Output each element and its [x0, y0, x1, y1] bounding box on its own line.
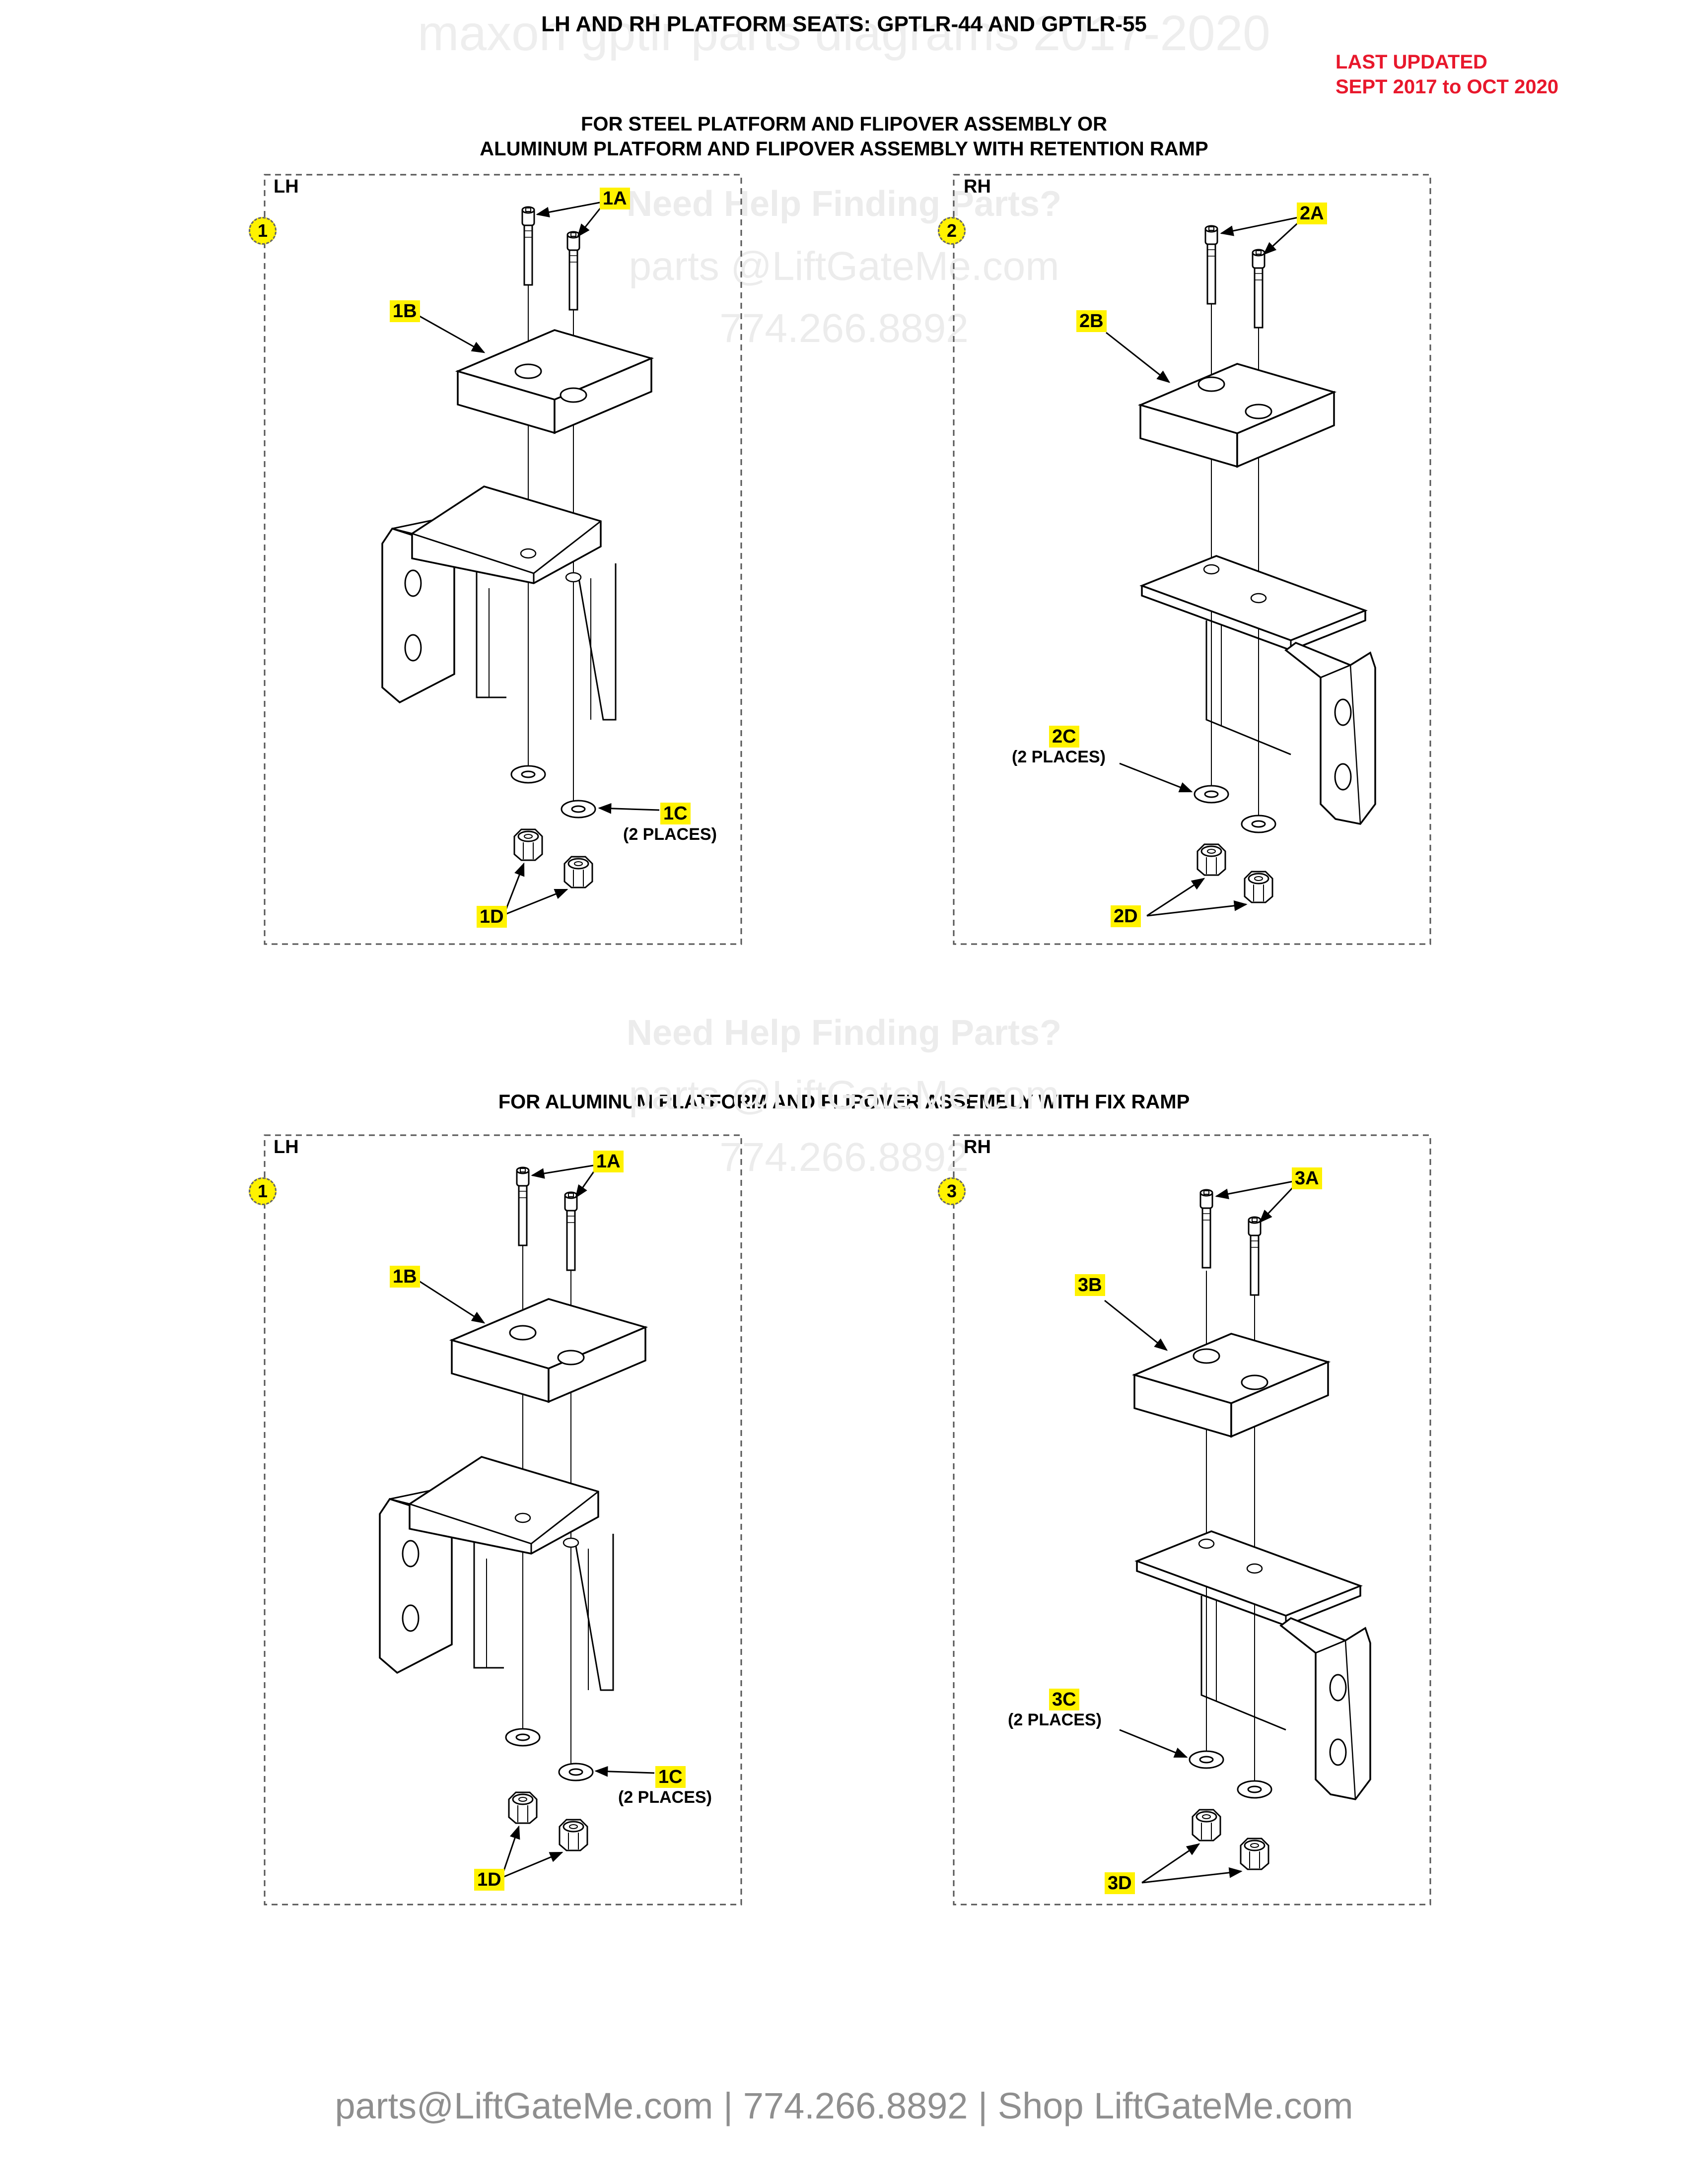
- panel4-label-d: 3D: [1105, 1872, 1135, 1894]
- section1-heading-line2: ALUMINUM PLATFORM AND FLIPOVER ASSEMBLY …: [480, 138, 1208, 160]
- panel-rh-fix: [1104, 1180, 1371, 1884]
- panel2-side: RH: [964, 176, 991, 197]
- panel3-side: LH: [274, 1137, 299, 1158]
- panel2-label-c: 2C: [1049, 726, 1079, 748]
- bracket-1: [379, 1456, 614, 1691]
- panel3-label-c: 1C: [655, 1766, 686, 1788]
- panel-lh-fix: [379, 1164, 655, 1879]
- nut-1d: [508, 1791, 538, 1824]
- nut-2d: [1196, 843, 1226, 876]
- panel1-label-c-note: (2 PLACES): [623, 825, 717, 844]
- panel1-item-callout: 1: [249, 217, 277, 245]
- panel3-label-d: 1D: [474, 1869, 504, 1891]
- washer-3c: [1189, 1750, 1224, 1769]
- last-updated-label: LAST UPDATED: [1336, 51, 1487, 73]
- nut-1d: [513, 828, 543, 861]
- washer-3c: [1237, 1780, 1272, 1799]
- watermark-help-2: Need Help Finding Parts?: [626, 1013, 1062, 1053]
- bolt-1a: [516, 1166, 530, 1246]
- panel3-label-b: 1B: [390, 1266, 420, 1288]
- panel2-item-callout: 2: [938, 217, 966, 245]
- nut-3d: [1240, 1838, 1269, 1870]
- washer-1c: [505, 1728, 541, 1747]
- panel2-label-a: 2A: [1297, 203, 1327, 224]
- panel2-label-b: 2B: [1076, 310, 1107, 332]
- washer-1c: [510, 765, 546, 784]
- bolt-1a: [521, 206, 535, 286]
- panel3-label-a: 1A: [593, 1151, 624, 1172]
- panel3-item-callout: 1: [249, 1177, 277, 1205]
- panel2-label-d: 2D: [1111, 905, 1141, 927]
- last-updated-range: SEPT 2017 to OCT 2020: [1336, 76, 1559, 98]
- panel1-label-c: 1C: [660, 803, 691, 824]
- watermark-email-2: parts @LiftGateMe.com: [629, 1073, 1059, 1118]
- bolt-3a: [1199, 1189, 1213, 1269]
- washer-1c: [561, 800, 596, 819]
- panel4-label-c-note: (2 PLACES): [1008, 1710, 1102, 1729]
- section1-heading: FOR STEEL PLATFORM AND FLIPOVER ASSEMBLY…: [0, 112, 1688, 161]
- panel-box-4: [953, 1134, 1431, 1906]
- seat-block-3b: [1133, 1333, 1329, 1437]
- bolt-2a: [1252, 249, 1266, 329]
- bracket-1: [381, 485, 617, 721]
- watermark-phone: 774.266.8892: [719, 306, 969, 351]
- panel4-label-a: 3A: [1292, 1167, 1322, 1189]
- panel4-label-c: 3C: [1049, 1689, 1079, 1710]
- watermark-help: Need Help Finding Parts?: [626, 184, 1062, 224]
- panel4-label-b: 3B: [1075, 1274, 1105, 1296]
- panel1-label-d: 1D: [477, 906, 507, 928]
- last-updated: LAST UPDATED SEPT 2017 to OCT 2020: [1336, 50, 1558, 99]
- washer-2c: [1194, 785, 1229, 804]
- page-title: LH AND RH PLATFORM SEATS: GPTLR-44 AND G…: [541, 12, 1147, 36]
- seat-block-1b: [451, 1298, 646, 1403]
- panel1-label-a: 1A: [600, 188, 630, 209]
- panel-lh-steel: [381, 202, 660, 916]
- nut-3d: [1192, 1809, 1221, 1842]
- watermark-email: parts @LiftGateMe.com: [629, 244, 1059, 289]
- bolt-3a: [1248, 1216, 1262, 1296]
- bolt-1a: [566, 231, 580, 311]
- section2-heading: FOR ALUMINUM PLATFORM AND FLIPOVER ASSEM…: [498, 1091, 1190, 1113]
- panel1-label-b: 1B: [390, 300, 420, 322]
- footer-contact: parts@LiftGateMe.com | 774.266.8892 | Sh…: [335, 2085, 1353, 2126]
- panel-box-1: [264, 174, 742, 945]
- panel-box-3: [264, 1134, 742, 1906]
- panel-rh-steel: [1106, 216, 1376, 917]
- watermark-phone-2: 774.266.8892: [719, 1135, 969, 1180]
- washer-1c: [558, 1763, 594, 1781]
- panel1-side: LH: [274, 176, 299, 197]
- seat-block-2b: [1139, 363, 1335, 468]
- seat-block-1b: [457, 329, 652, 434]
- panel-box-2: [953, 174, 1431, 945]
- panel4-item-callout: 3: [938, 1177, 966, 1205]
- nut-2d: [1244, 871, 1273, 903]
- panel4-side: RH: [964, 1137, 991, 1158]
- bolt-2a: [1204, 225, 1218, 305]
- panel3-label-c-note: (2 PLACES): [618, 1788, 712, 1807]
- watermark-top: maxon gptlr parts diagrams 2017-2020: [418, 5, 1270, 61]
- section1-heading-line1: FOR STEEL PLATFORM AND FLIPOVER ASSEMBLY…: [580, 113, 1108, 135]
- nut-1d: [559, 1819, 588, 1851]
- panel2-label-c-note: (2 PLACES): [1012, 748, 1106, 766]
- washer-2c: [1241, 815, 1276, 833]
- bolt-1a: [564, 1191, 578, 1271]
- nut-1d: [563, 856, 593, 888]
